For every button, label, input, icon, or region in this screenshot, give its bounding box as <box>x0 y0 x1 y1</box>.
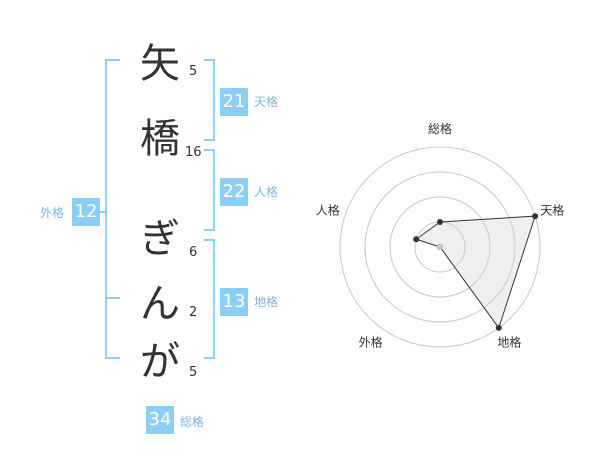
radar-axis-label-4: 外格 <box>359 334 383 349</box>
name-char-4: ん <box>140 281 180 327</box>
gaikaku-bracket <box>105 59 120 359</box>
name-char-3: ぎ <box>140 216 180 262</box>
stroke-count-1: 5 <box>189 64 198 79</box>
radar-point-5 <box>413 236 420 243</box>
radar-grid-ring <box>339 146 541 348</box>
name-char-2: 橋 <box>140 116 180 162</box>
tenkaku-value-badge: 21 <box>220 88 248 116</box>
radar-data-area <box>415 215 536 329</box>
soukaku-value-badge: 34 <box>146 406 174 434</box>
chikaku-value-badge: 13 <box>220 288 248 316</box>
radar-axis-label-3: 地格 <box>497 334 521 349</box>
radar-center <box>437 244 443 250</box>
chikaku-bracket <box>204 239 215 359</box>
radar-point-1 <box>437 219 443 225</box>
radar-grid-ring <box>389 196 491 298</box>
stroke-count-4: 2 <box>189 305 198 320</box>
stroke-count-3: 6 <box>189 245 198 260</box>
name-char-1: 矢 <box>140 41 180 87</box>
gaikaku-label: 外格 <box>40 206 65 220</box>
stroke-count-5: 5 <box>189 365 198 380</box>
radar-grid-ring <box>364 171 516 323</box>
radar-axis-label-2: 天格 <box>540 203 564 218</box>
radar-point-2 <box>532 213 539 220</box>
stroke-count-2: 16 <box>185 145 202 160</box>
chikaku-label: 地格 <box>254 295 279 309</box>
soukaku-label: 総格 <box>180 415 205 429</box>
jinkaku-bracket <box>204 149 215 231</box>
gaikaku-value-badge: 12 <box>72 198 100 226</box>
tenkaku-label: 天格 <box>254 95 279 109</box>
radar-axis-label-1: 総格 <box>428 121 452 136</box>
name-char-5: が <box>140 339 180 385</box>
radar-point-3 <box>495 324 502 331</box>
jinkaku-value-badge: 22 <box>220 178 248 206</box>
radar-axis-label-5: 人格 <box>316 203 340 218</box>
tenkaku-bracket <box>204 59 215 141</box>
jinkaku-label: 人格 <box>254 185 279 199</box>
